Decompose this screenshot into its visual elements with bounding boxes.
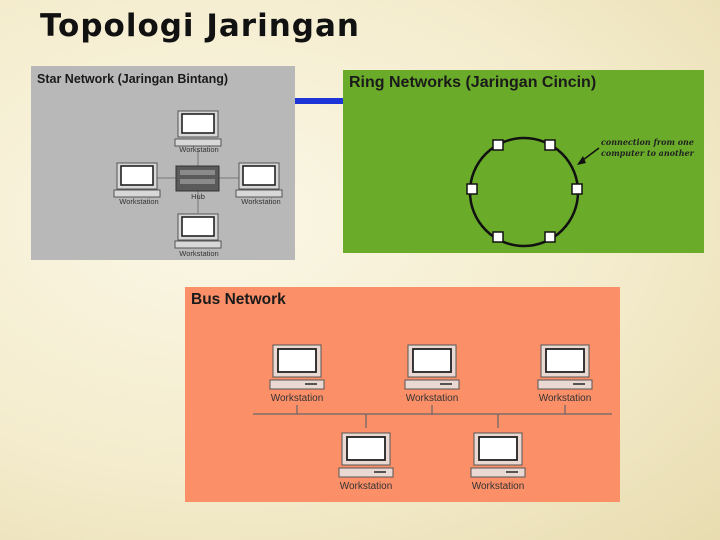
star-network-panel: Star Network (Jaringan Bintang) bbox=[31, 66, 295, 260]
workstation-right-icon bbox=[235, 162, 283, 198]
workstation-icon bbox=[404, 344, 460, 390]
ring-network-diagram: connection from one computer to another bbox=[466, 136, 695, 248]
ring-network-panel: Ring Networks (Jaringan Cincin) connecti… bbox=[343, 70, 704, 253]
star-network-diagram: Workstation Workstation Workstation Hub … bbox=[113, 110, 283, 258]
slide-title: Topologi Jaringan bbox=[40, 8, 360, 44]
bus-workstation-label: Workstation bbox=[472, 481, 525, 492]
bus-workstation-label: Workstation bbox=[406, 393, 459, 404]
bus-network-title: Bus Network bbox=[191, 291, 286, 308]
connector-bar bbox=[295, 98, 345, 104]
bus-workstation-label: Workstation bbox=[340, 481, 393, 492]
star-label-top: Workstation bbox=[179, 145, 218, 154]
ring-annotation-line1: connection from one bbox=[601, 137, 694, 147]
ring-annotation-line2: computer to another bbox=[601, 148, 695, 158]
workstation-left-icon bbox=[113, 162, 161, 198]
bus-workstation-label: Workstation bbox=[271, 393, 324, 404]
ring-node-icon bbox=[544, 139, 556, 151]
workstation-bottom-icon bbox=[174, 213, 222, 249]
star-label-bottom: Workstation bbox=[179, 249, 218, 258]
ring-node-icon bbox=[466, 183, 478, 195]
star-label-left: Workstation bbox=[119, 197, 158, 206]
ring-node-icon bbox=[492, 139, 504, 151]
star-network-title: Star Network (Jaringan Bintang) bbox=[37, 72, 228, 86]
workstation-icon bbox=[338, 432, 394, 478]
workstation-icon bbox=[537, 344, 593, 390]
annotation-arrowhead bbox=[577, 156, 586, 165]
hub-icon bbox=[175, 165, 220, 192]
bus-workstation-label: Workstation bbox=[539, 393, 592, 404]
workstation-top-icon bbox=[174, 110, 222, 147]
star-label-right: Workstation bbox=[241, 197, 280, 206]
ring-node-icon bbox=[571, 183, 583, 195]
workstation-icon bbox=[269, 344, 325, 390]
ring-node-icon bbox=[544, 231, 556, 243]
ring-node-icon bbox=[492, 231, 504, 243]
ring-loop bbox=[468, 136, 580, 248]
hub-label: Hub bbox=[191, 192, 205, 201]
ring-network-title: Ring Networks (Jaringan Cincin) bbox=[349, 74, 597, 91]
workstation-icon bbox=[470, 432, 526, 478]
